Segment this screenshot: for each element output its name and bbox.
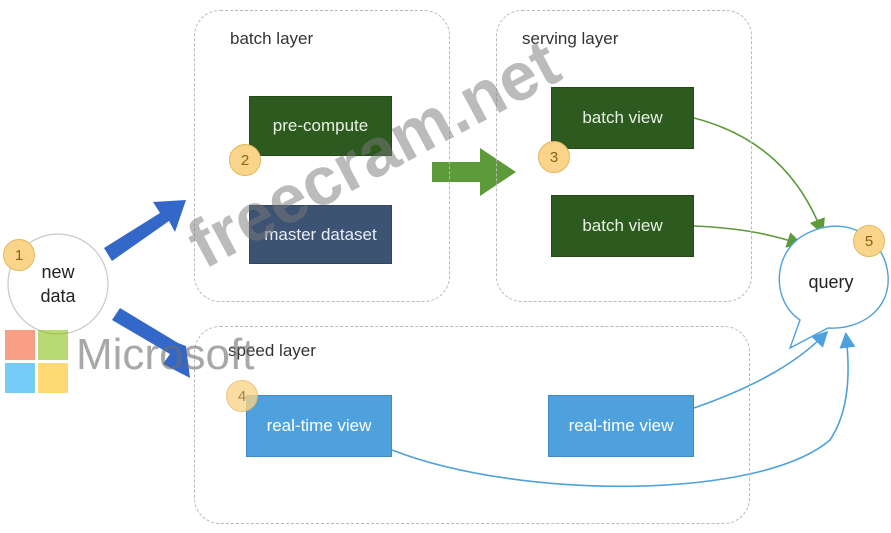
step-badge-3: 3 bbox=[538, 141, 570, 173]
arrow-new-data-to-speed bbox=[112, 308, 190, 378]
speed-layer-label: speed layer bbox=[228, 341, 316, 360]
pre-compute-box: pre-compute bbox=[249, 96, 392, 156]
curve-realtime-view-1-to-query bbox=[391, 331, 856, 488]
realtime-view-box-2: real-time view bbox=[548, 395, 694, 457]
serving-layer-container bbox=[496, 10, 752, 302]
microsoft-logo-blue-square bbox=[5, 363, 35, 393]
new-data-label-line-1: new bbox=[41, 262, 75, 282]
curve-realtime-view-2-to-query bbox=[693, 330, 829, 409]
batch-layer-label: batch layer bbox=[230, 29, 314, 48]
curve-batch-view-1-to-query bbox=[693, 117, 825, 235]
new-data-label: new data bbox=[18, 260, 98, 308]
step-badge-5: 5 bbox=[853, 225, 885, 257]
step-badge-4: 4 bbox=[226, 380, 258, 412]
microsoft-logo-green-square bbox=[38, 330, 68, 360]
new-data-label-line-2: data bbox=[40, 286, 76, 306]
microsoft-logo-yellow-square bbox=[38, 363, 68, 393]
realtime-view-box-1: real-time view bbox=[246, 395, 392, 457]
batch-view-box-1: batch view bbox=[551, 87, 694, 149]
batch-layer-container bbox=[194, 10, 450, 302]
batch-view-box-2: batch view bbox=[551, 195, 694, 257]
microsoft-logo-red-square bbox=[5, 330, 35, 360]
arrow-new-data-to-batch bbox=[104, 200, 186, 261]
step-badge-1: 1 bbox=[3, 239, 35, 271]
arrow-batch-to-serving bbox=[432, 148, 516, 196]
serving-layer-label: serving layer bbox=[522, 29, 619, 48]
speed-layer-container bbox=[194, 326, 750, 524]
master-dataset-box: master dataset bbox=[249, 205, 392, 264]
step-badge-2: 2 bbox=[229, 144, 261, 176]
curve-batch-view-2-to-query bbox=[693, 225, 804, 248]
query-label: query bbox=[808, 272, 854, 292]
